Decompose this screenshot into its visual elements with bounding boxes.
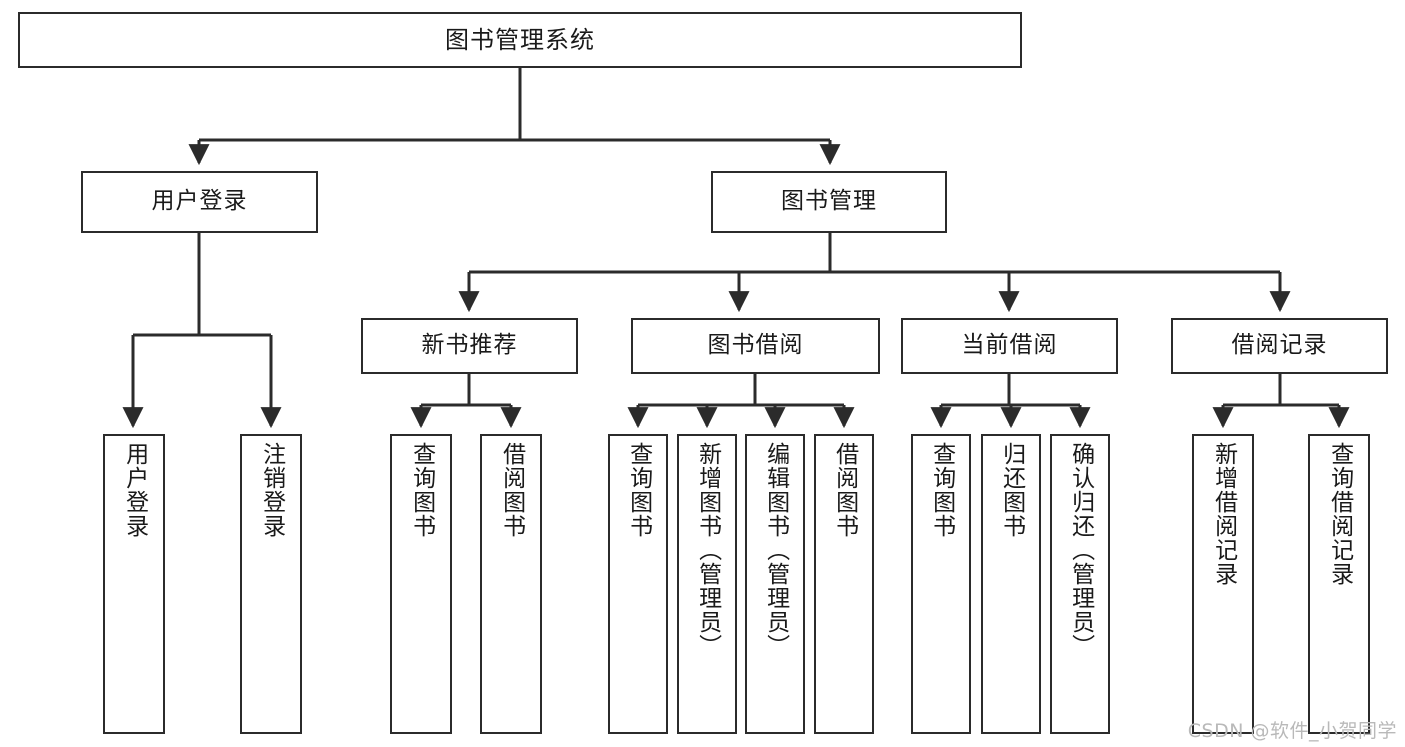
leaf-query-book-2-label: 查询图书 — [625, 442, 652, 538]
node-new-book-recommend-label: 新书推荐 — [421, 332, 518, 359]
node-user-login[interactable]: 用户登录 — [81, 171, 318, 233]
node-current-borrow-label: 当前借阅 — [961, 332, 1058, 359]
node-root-label: 图书管理系统 — [445, 25, 595, 54]
leaf-user-login-label: 用户登录 — [121, 442, 148, 538]
leaf-borrow-book-2-label: 借阅图书 — [831, 442, 858, 538]
leaf-query-book-2[interactable]: 查询图书 — [608, 434, 668, 734]
leaf-borrow-book-1-label: 借阅图书 — [498, 442, 525, 538]
leaf-query-record[interactable]: 查询借阅记录 — [1308, 434, 1370, 734]
node-user-login-label: 用户登录 — [151, 188, 248, 215]
leaf-edit-book[interactable]: 编辑图书（管理员） — [745, 434, 805, 734]
leaf-confirm-return-label: 确认归还（管理员） — [1067, 442, 1094, 658]
leaf-add-book[interactable]: 新增图书（管理员） — [677, 434, 737, 734]
leaf-add-record-label: 新增借阅记录 — [1210, 442, 1237, 586]
leaf-query-book-1-label: 查询图书 — [408, 442, 435, 538]
node-borrow-record[interactable]: 借阅记录 — [1171, 318, 1388, 374]
leaf-user-logout-label: 注销登录 — [258, 442, 285, 538]
leaf-user-login[interactable]: 用户登录 — [103, 434, 165, 734]
leaf-edit-book-label: 编辑图书（管理员） — [762, 442, 789, 658]
leaf-query-record-label: 查询借阅记录 — [1326, 442, 1353, 586]
leaf-borrow-book-2[interactable]: 借阅图书 — [814, 434, 874, 734]
node-book-manage-label: 图书管理 — [781, 188, 877, 215]
leaf-user-logout[interactable]: 注销登录 — [240, 434, 302, 734]
leaf-return-book-label: 归还图书 — [998, 442, 1025, 538]
node-book-manage[interactable]: 图书管理 — [711, 171, 947, 233]
leaf-borrow-book-1[interactable]: 借阅图书 — [480, 434, 542, 734]
node-new-book-recommend[interactable]: 新书推荐 — [361, 318, 578, 374]
leaf-confirm-return[interactable]: 确认归还（管理员） — [1050, 434, 1110, 734]
node-borrow-record-label: 借阅记录 — [1231, 332, 1328, 359]
leaf-query-book-3-label: 查询图书 — [928, 442, 955, 538]
node-book-borrow-label: 图书借阅 — [707, 332, 804, 359]
csdn-watermark: CSDN @软件_小贺同学 — [1187, 720, 1397, 742]
leaf-add-record[interactable]: 新增借阅记录 — [1192, 434, 1254, 734]
node-book-borrow[interactable]: 图书借阅 — [631, 318, 880, 374]
leaf-query-book-3[interactable]: 查询图书 — [911, 434, 971, 734]
leaf-add-book-label: 新增图书（管理员） — [694, 442, 721, 658]
node-current-borrow[interactable]: 当前借阅 — [901, 318, 1118, 374]
leaf-return-book[interactable]: 归还图书 — [981, 434, 1041, 734]
leaf-query-book-1[interactable]: 查询图书 — [390, 434, 452, 734]
node-root[interactable]: 图书管理系统 — [18, 12, 1022, 68]
